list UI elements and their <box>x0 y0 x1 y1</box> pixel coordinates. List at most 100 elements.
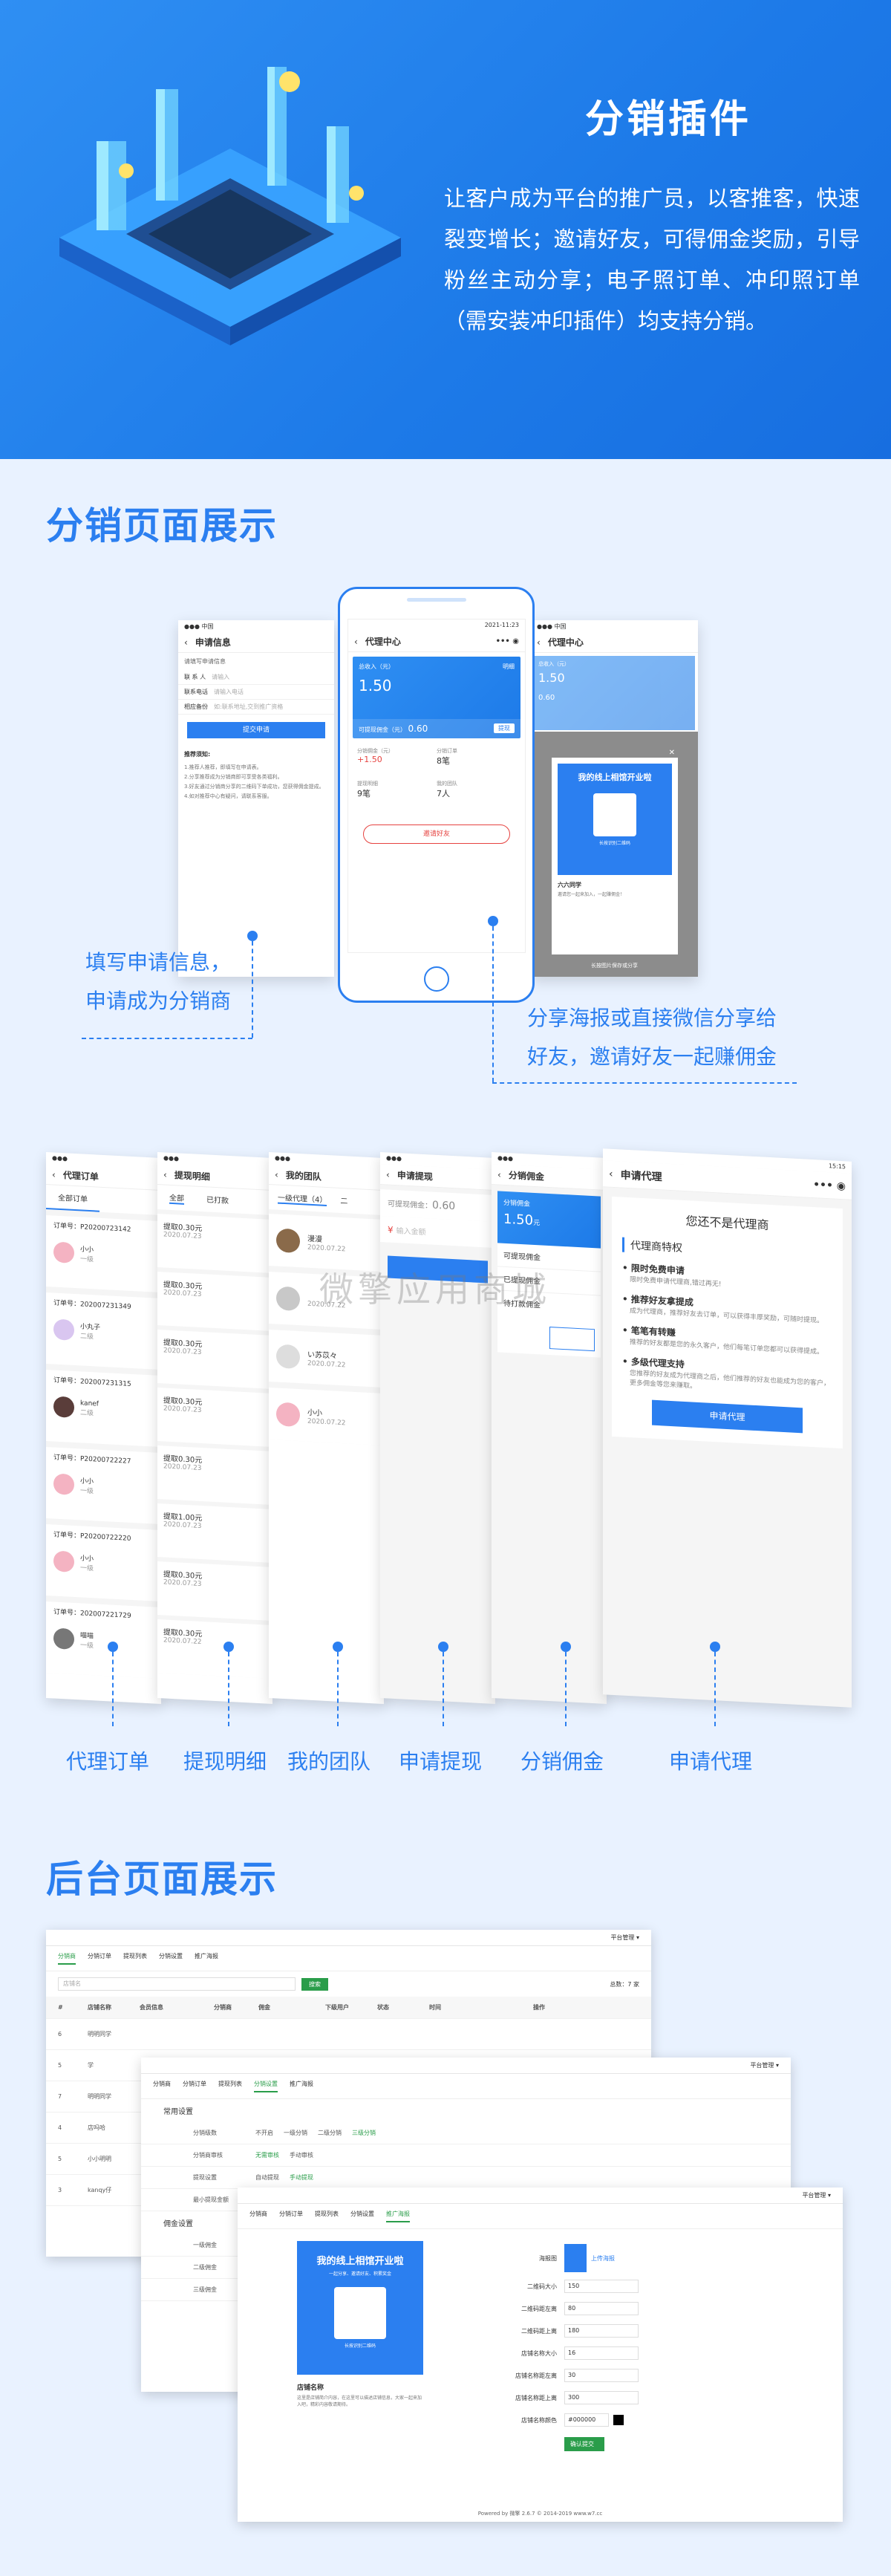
radio-off[interactable]: 不开启 <box>255 2130 273 2136</box>
tab-poster[interactable]: 推广海报 <box>386 2210 410 2222</box>
tab-poster[interactable]: 推广海报 <box>195 1953 218 1959</box>
apply-agent-button[interactable]: 申请代理 <box>652 1399 803 1434</box>
platform-menu[interactable]: 平台管理 ▾ <box>141 2058 791 2074</box>
list-item[interactable]: 订单号：P20200722227 小小一级 <box>46 1446 161 1525</box>
upload-poster-link[interactable]: 上传海报 <box>591 2254 615 2262</box>
tab-all[interactable]: 全部 <box>169 1191 184 1205</box>
detail-link[interactable]: 明细 <box>503 663 515 670</box>
back-icon[interactable]: ‹ <box>184 637 188 648</box>
section-title-admin: 后台页面展示 <box>46 1858 278 1901</box>
qr-top-input[interactable]: 180 <box>564 2324 639 2338</box>
list-item[interactable]: 订单号：P20200722220 小小一级 <box>46 1523 161 1602</box>
tab-distributors[interactable]: 分销商 <box>58 1952 76 1965</box>
caption-withdraw-list: 提现明细 <box>183 1749 267 1774</box>
hero-banner: 分销插件 让客户成为平台的推广员，以客推客，快速裂变增长；邀请好友，可得佣金奖励… <box>0 0 891 459</box>
radio-level-2[interactable]: 二级分销 <box>318 2130 342 2136</box>
avatar <box>276 1402 300 1428</box>
withdraw-button[interactable] <box>549 1327 595 1352</box>
radio-manual-review[interactable]: 手动审核 <box>290 2152 313 2159</box>
phone-input[interactable]: 请输入电话 <box>214 689 244 695</box>
tab-settings[interactable]: 分销设置 <box>350 2211 374 2217</box>
tab-settings[interactable]: 分销设置 <box>159 1953 183 1959</box>
submit-apply-button[interactable]: 提交申请 <box>187 722 325 738</box>
back-icon[interactable]: ‹ <box>275 1168 278 1180</box>
platform-menu[interactable]: 平台管理 ▾ <box>46 1930 651 1946</box>
avatar <box>53 1318 74 1341</box>
back-icon[interactable]: ‹ <box>354 636 358 647</box>
name-top-input[interactable]: 300 <box>564 2391 639 2404</box>
tab-distributors[interactable]: 分销商 <box>249 2211 267 2217</box>
tab-withdraw[interactable]: 提现列表 <box>218 2081 242 2087</box>
withdraw-button[interactable]: 提现 <box>494 723 515 733</box>
tab-orders[interactable]: 分销订单 <box>88 1953 111 1959</box>
tab-poster[interactable]: 推广海报 <box>290 2081 313 2087</box>
back-icon[interactable]: ‹ <box>537 637 541 648</box>
list-item[interactable]: 订单号：202007221729 喵喵一级 <box>46 1601 161 1679</box>
caption-commission: 分销佣金 <box>520 1749 604 1774</box>
color-swatch[interactable] <box>613 2415 624 2425</box>
agent-status-title: 您还不是代理商 <box>685 1214 769 1232</box>
tab-all-orders[interactable]: 全部订单 <box>46 1184 99 1212</box>
submit-button[interactable]: 确认提交 <box>564 2437 604 2451</box>
list-item[interactable]: 订单号：202007231349 小丸子二级 <box>46 1292 161 1370</box>
radio-manual-withdraw[interactable]: 手动提现 <box>290 2174 313 2181</box>
radio-auto-withdraw[interactable]: 自动提现 <box>255 2174 279 2181</box>
phone-frame: 2021-11:23 ‹代理中心••• ◉ 总收入（元） 明细 1.50 可提现… <box>338 587 535 1003</box>
name-color-input[interactable]: #000000 <box>564 2413 609 2427</box>
back-icon[interactable]: ‹ <box>386 1168 390 1180</box>
name-size-input[interactable]: 16 <box>564 2346 639 2360</box>
qr-size-input[interactable]: 150 <box>564 2280 639 2293</box>
tab-paid[interactable]: 已打款 <box>206 1196 229 1206</box>
tab-withdraw[interactable]: 提现列表 <box>123 1953 147 1959</box>
amount-input[interactable]: ¥ 输入金额 <box>380 1215 495 1249</box>
search-input[interactable]: 店铺名 <box>58 1977 296 1991</box>
apply-agent-screen: 15:15 ‹申请代理••• ◉ 您还不是代理商 代理商特权 • 限时免费申请限… <box>603 1148 852 1708</box>
avatar <box>53 1550 74 1572</box>
rules-list: 1.推荐人推荐，即填写在申请表。 2.分享推荐成为分销商即可享受各类福利。 3.… <box>184 764 324 799</box>
radio-level-3[interactable]: 三级分销 <box>352 2130 376 2136</box>
tab-level-two[interactable]: 二 <box>340 1197 348 1206</box>
tab-level-one[interactable]: 一级代理（4） <box>278 1191 327 1207</box>
qr-code-icon <box>334 2287 386 2339</box>
radio-level-1[interactable]: 一级分销 <box>284 2130 307 2136</box>
close-icon[interactable]: ✕ <box>668 749 675 757</box>
section-title-pages: 分销页面展示 <box>46 504 278 547</box>
caption-apply-withdraw: 申请提现 <box>398 1749 482 1774</box>
poster-preview: 我的线上相馆开业啦 一起分享、邀请好友、积累奖金 长按识别二维码 <box>297 2241 423 2375</box>
avatar <box>276 1344 300 1370</box>
caption-team: 我的团队 <box>287 1749 371 1774</box>
more-icon[interactable]: ••• ◉ <box>813 1178 846 1192</box>
tab-withdraw[interactable]: 提现列表 <box>315 2211 339 2217</box>
qr-code-icon <box>593 793 636 836</box>
back-icon[interactable]: ‹ <box>497 1168 501 1180</box>
tab-orders[interactable]: 分销订单 <box>279 2211 303 2217</box>
avatar <box>53 1627 74 1650</box>
avatar <box>276 1228 300 1254</box>
invite-friends-button[interactable]: 邀请好友 <box>363 824 510 844</box>
back-icon[interactable]: ‹ <box>609 1168 613 1180</box>
more-icon[interactable]: ••• ◉ <box>495 637 519 645</box>
stat-commission[interactable]: 分销佣金（元）+1.50 <box>357 748 394 764</box>
tab-settings[interactable]: 分销设置 <box>254 2080 278 2092</box>
apply-hint: 请填写申请信息 <box>184 658 226 665</box>
name-left-input[interactable]: 30 <box>564 2369 639 2382</box>
tab-orders[interactable]: 分销订单 <box>183 2081 206 2087</box>
poster-card: 我的线上相馆开业啦 长按识别二维码 六六同学 邀请您一起来加入，一起赚佣金！ ✕ <box>552 749 678 954</box>
orders-screen: ●●● ‹代理订单 全部订单 订单号：P20200723142 小小一级 订单号… <box>46 1151 161 1705</box>
back-icon[interactable]: ‹ <box>52 1168 56 1180</box>
tab-distributors[interactable]: 分销商 <box>153 2081 171 2087</box>
radio-no-review[interactable]: 无需审核 <box>255 2152 279 2159</box>
back-icon[interactable]: ‹ <box>163 1168 167 1180</box>
name-input[interactable]: 请输入 <box>212 674 230 680</box>
list-item[interactable]: 订单号：P20200723142 小小一级 <box>46 1214 161 1293</box>
search-button[interactable]: 搜索 <box>301 1977 328 1991</box>
note-input[interactable]: 如:联系地址,交到推广资格 <box>214 703 284 710</box>
qr-left-input[interactable]: 80 <box>564 2302 639 2315</box>
platform-menu[interactable]: 平台管理 ▾ <box>238 2188 843 2204</box>
